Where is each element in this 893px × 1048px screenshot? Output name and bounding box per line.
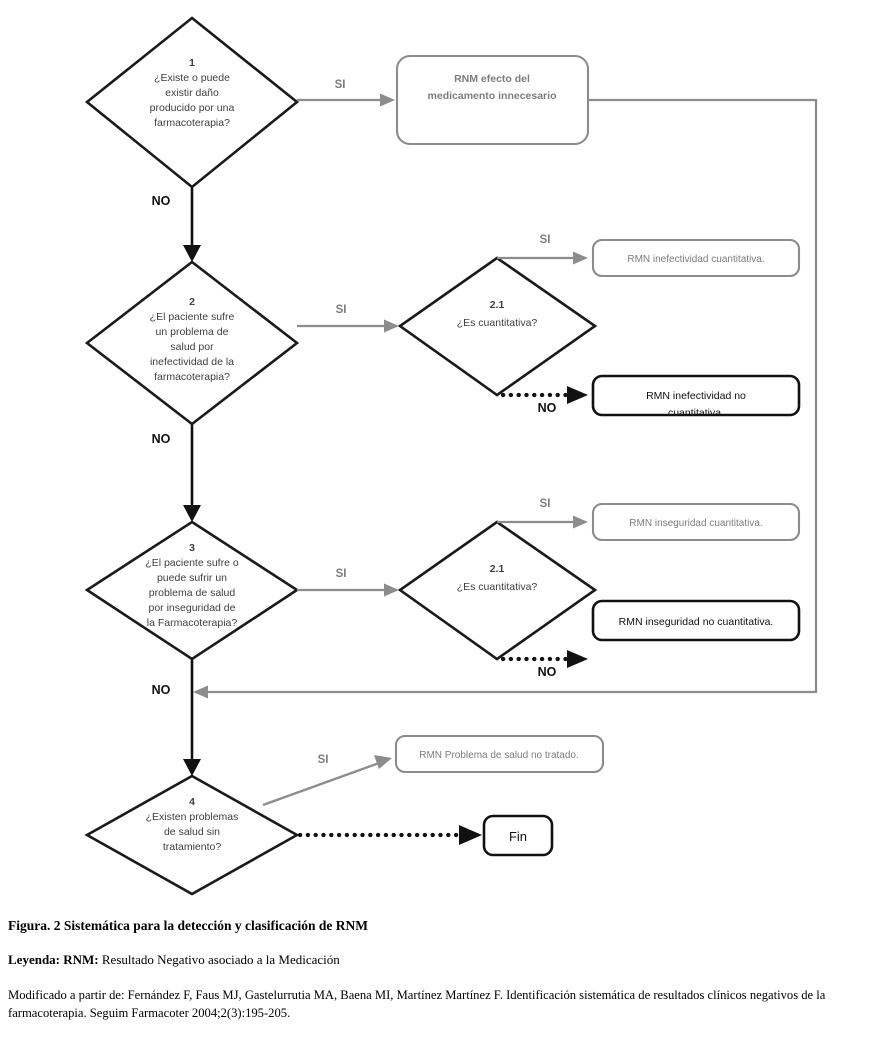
caption-legend: Leyenda: RNM: Resultado Negativo asociad…: [8, 952, 885, 968]
outcome-1-line-1: RNM efecto del: [454, 73, 530, 85]
decision-3-1-shape[interactable]: [397, 520, 598, 661]
d4-yes-label: SI: [318, 754, 329, 766]
spine-arrow-d2: [183, 245, 201, 262]
outcome-4-box[interactable]: [591, 502, 801, 542]
decision-4-shape[interactable]: [84, 774, 300, 896]
decision-3-line-4: por inseguridad de: [149, 602, 236, 614]
d3-1-yes-label: SI: [540, 498, 551, 510]
spine-arrow-d3: [183, 505, 201, 522]
spine-arrow-d4: [183, 759, 201, 776]
decision-2-line-2: un problema de: [156, 326, 229, 338]
caption-title: Figura. 2 Sistemática para la detección …: [8, 918, 368, 933]
outcome-6-line-1: RMN Problema de salud no tratado.: [419, 750, 579, 761]
decision-3-line-3: problema de salud: [149, 587, 236, 599]
outcome-1-line-2: medicamento innecesario: [428, 90, 557, 102]
d1-yes-label: SI: [335, 79, 346, 91]
d4-yes-connector: [262, 761, 380, 807]
outcome-6-box[interactable]: [394, 734, 605, 774]
flowchart-canvas: 1 ¿Existe o puede existir daño producido…: [84, 16, 818, 896]
caption-legend-text: Resultado Negativo asociado a la Medicac…: [98, 951, 340, 967]
decision-3-1-line-1: ¿Es cuantitativa?: [457, 581, 538, 593]
decision-2-line-5: farmacoterapia?: [154, 371, 230, 383]
decision-2-line-3: salud por: [170, 341, 214, 353]
outcome-1-box[interactable]: [395, 54, 590, 146]
return-connector: [205, 98, 818, 694]
outcome-2-line-1: RMN inefectividad cuantitativa.: [627, 254, 764, 265]
return-arrowhead: [193, 685, 208, 699]
decision-2-shape[interactable]: [84, 260, 300, 426]
decision-4-line-1: ¿Existen problemas: [146, 811, 239, 823]
caption-source: Modificado a partir de: Fernández F, Fau…: [8, 988, 826, 1020]
outcome-3-line-2: cuantitativa.: [668, 407, 724, 419]
terminal-fin-box[interactable]: [482, 814, 554, 857]
decision-2-line-4: inefectividad de la: [150, 356, 234, 368]
decision-4-line-3: tratamiento?: [163, 841, 222, 853]
d1-no-label: NO: [152, 194, 171, 208]
decision-1-number: 1: [189, 57, 195, 69]
d1-yes-arrowhead: [380, 93, 395, 107]
decision-4-number: 4: [189, 796, 195, 808]
outcome-5-line-1: RMN inseguridad no cuantitativa.: [619, 616, 774, 628]
decision-1-shape[interactable]: [84, 16, 300, 189]
d2-1-no-arrowhead: [567, 386, 588, 404]
outcome-2-box[interactable]: [591, 238, 801, 278]
decision-1-line-4: farmacoterapia?: [154, 117, 230, 129]
d3-yes-arrowhead: [384, 583, 399, 597]
figure-caption: Figura. 2 Sistemática para la detección …: [8, 918, 885, 1023]
terminal-fin-label: Fin: [509, 829, 527, 844]
d2-no-label: NO: [152, 432, 171, 446]
d4-yes-arrowhead: [374, 755, 392, 769]
d2-yes-arrowhead: [384, 319, 399, 333]
decision-2-line-1: ¿El paciente sufre: [150, 311, 235, 323]
decision-1-line-3: producido por una: [150, 102, 235, 114]
decision-2-1-shape[interactable]: [397, 256, 598, 397]
d3-no-label: NO: [152, 683, 171, 697]
outcome-3-line-1: RMN inefectividad no: [646, 390, 746, 402]
outcome-5-box[interactable]: [591, 599, 801, 642]
decision-3-1-number: 2.1: [490, 563, 505, 575]
d3-1-no-label: NO: [538, 665, 557, 679]
decision-2-1-line-1: ¿Es cuantitativa?: [457, 317, 538, 329]
decision-2-number: 2: [189, 296, 195, 308]
d4-no-arrowhead: [459, 825, 482, 845]
decision-4-line-2: de salud sin: [164, 826, 220, 838]
decision-3-shape[interactable]: [84, 520, 300, 661]
decision-3-line-2: puede sufrir un: [157, 572, 227, 584]
d2-yes-label: SI: [336, 304, 347, 316]
d2-1-no-label: NO: [538, 401, 557, 415]
outcome-3-box[interactable]: [591, 374, 801, 417]
decision-3-number: 3: [189, 542, 195, 554]
d2-1-yes-label: SI: [540, 234, 551, 246]
decision-3-line-1: ¿El paciente sufre o: [145, 557, 239, 569]
decision-1-line-1: ¿Existe o puede: [154, 72, 230, 84]
d3-1-no-arrowhead: [567, 650, 588, 668]
d3-yes-label: SI: [336, 568, 347, 580]
d3-1-yes-arrowhead: [573, 515, 588, 529]
caption-legend-label: Leyenda: RNM:: [8, 951, 99, 967]
decision-1-line-2: existir daño: [165, 87, 219, 99]
decision-2-1-number: 2.1: [490, 299, 505, 311]
decision-3-line-5: la Farmacoterapia?: [147, 617, 238, 629]
d2-1-yes-arrowhead: [573, 251, 588, 265]
outcome-4-line-1: RMN inseguridad cuantitativa.: [629, 518, 762, 529]
